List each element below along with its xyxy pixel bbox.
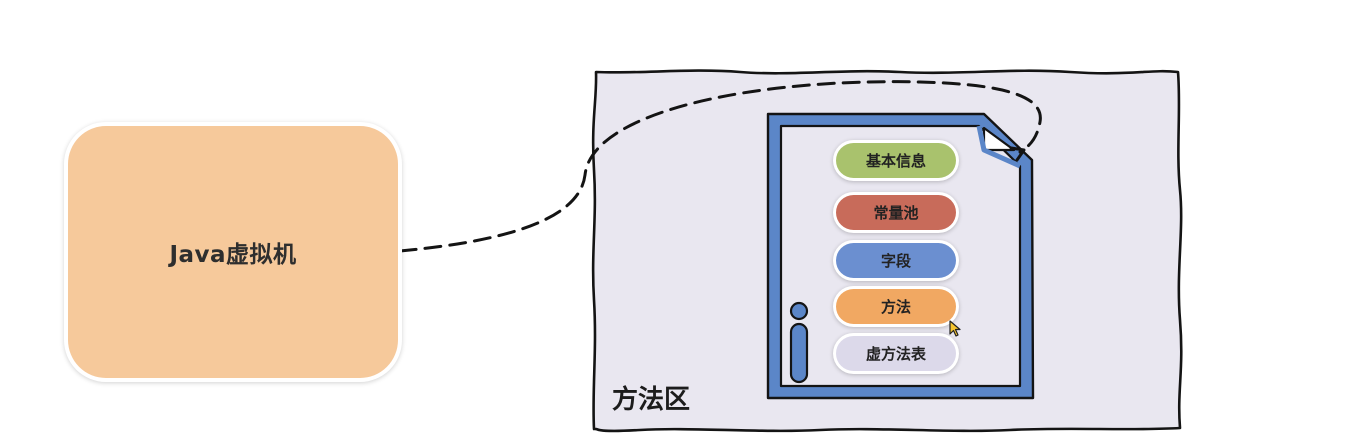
jvm-box: Java虚拟机 — [68, 126, 398, 378]
class-item-fields: 字段 — [836, 243, 956, 278]
dashed-connector — [398, 80, 1042, 253]
jvm-label: Java虚拟机 — [169, 242, 297, 268]
mouse-pointer-icon — [949, 320, 961, 337]
folded-corner-edge — [976, 125, 1022, 169]
class-item-methods: 方法 — [836, 289, 956, 324]
info-i-icon — [789, 301, 809, 384]
class-item-constant-pool: 常量池 — [836, 195, 956, 230]
connector-arrowhead — [1009, 146, 1026, 162]
class-item-virtual-method-table: 虚方法表 — [836, 336, 956, 371]
method-area-label: 方法区 — [612, 385, 691, 415]
class-item-basic-info: 基本信息 — [836, 143, 956, 178]
